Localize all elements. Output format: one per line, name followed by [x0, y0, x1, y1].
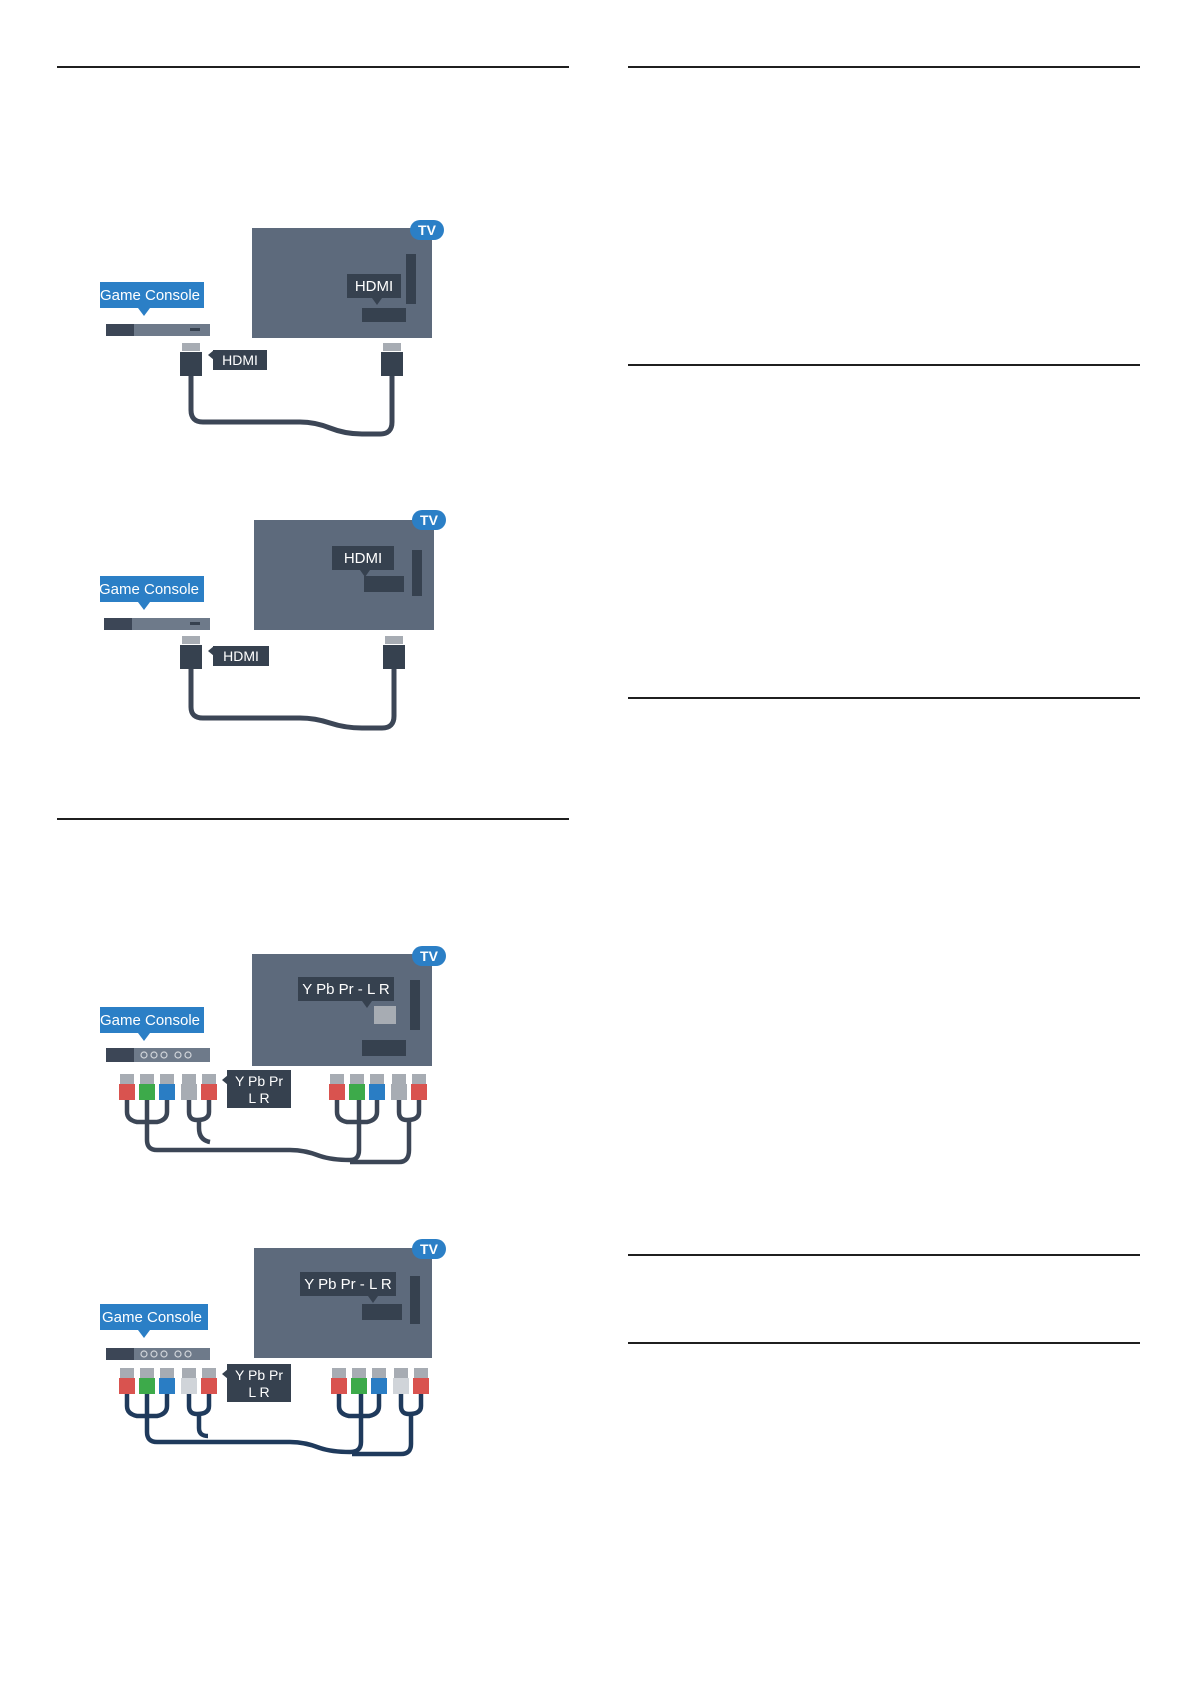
section-divider: [628, 1342, 1140, 1344]
tv-component-port: [374, 1006, 396, 1024]
cable-label: HDMI: [208, 646, 269, 666]
tv-body: [254, 520, 434, 630]
svg-text:HDMI: HDMI: [222, 352, 258, 368]
game-console-device: [106, 1348, 210, 1360]
tv-badge: TV: [410, 220, 444, 240]
svg-text:Game Console: Game Console: [100, 1012, 200, 1029]
hdmi-plug-right: [383, 636, 405, 669]
tv-side-port-slot: [406, 254, 416, 304]
tv-port-label: Y Pb Pr - L R: [300, 1272, 396, 1303]
hdmi-connection-diagram: HDMI TV Game Console HDMI: [100, 210, 500, 440]
device-label: Game Console: [100, 1007, 204, 1041]
game-console-device: [106, 324, 210, 336]
tv-side-port-slot: [410, 1276, 420, 1324]
section-divider: [628, 364, 1140, 366]
tv-port-slot: [362, 1304, 402, 1320]
component-plugs-right: [329, 1074, 427, 1100]
component-plugs-right: [331, 1368, 429, 1394]
svg-text:Y Pb Pr: Y Pb Pr: [235, 1367, 283, 1383]
hdmi-connection-diagram: HDMI TV Game Console HDMI: [100, 502, 500, 732]
hdmi-plug-left: [180, 636, 202, 669]
section-divider: [628, 1254, 1140, 1256]
svg-text:Y Pb Pr - L R: Y Pb Pr - L R: [304, 1276, 392, 1293]
tv-port-label: HDMI: [332, 546, 394, 577]
svg-text:Y Pb Pr - L R: Y Pb Pr - L R: [302, 981, 390, 998]
tv-side-port-slot: [412, 550, 422, 596]
section-divider: [628, 697, 1140, 699]
component-connection-diagram: Y Pb Pr - L R TV Game Console: [100, 940, 500, 1170]
tv-port-label: HDMI: [347, 274, 401, 305]
device-label: Game Console: [100, 576, 204, 610]
svg-text:Y Pb Pr: Y Pb Pr: [235, 1073, 283, 1089]
svg-text:Game Console: Game Console: [100, 581, 199, 598]
component-cables: [124, 1394, 424, 1457]
tv-port-label: Y Pb Pr - L R: [298, 977, 394, 1008]
section-divider: [57, 66, 569, 68]
svg-text:Game Console: Game Console: [100, 287, 200, 304]
section-divider: [628, 66, 1140, 68]
tv-badge: TV: [412, 510, 446, 530]
hdmi-cable: [188, 669, 397, 731]
svg-text:HDMI: HDMI: [344, 550, 382, 567]
component-connection-diagram: Y Pb Pr - L R TV Game Console: [100, 1236, 500, 1466]
component-cables: [124, 1100, 422, 1165]
device-label: Game Console: [100, 1304, 208, 1338]
device-label: Game Console: [100, 282, 204, 316]
svg-text:L R: L R: [248, 1384, 269, 1400]
hdmi-plug-left: [180, 343, 202, 376]
svg-text:L R: L R: [248, 1090, 269, 1106]
component-plugs-left: [119, 1368, 217, 1394]
tv-hdmi-port: [362, 308, 406, 322]
svg-text:Game Console: Game Console: [102, 1309, 202, 1326]
tv-hdmi-port: [364, 576, 404, 592]
game-console-device: [104, 618, 210, 630]
game-console-device: [106, 1048, 210, 1062]
cable-label: HDMI: [208, 350, 267, 370]
svg-text:TV: TV: [418, 222, 437, 238]
tv-side-port-slot: [410, 980, 420, 1030]
tv-badge: TV: [412, 1239, 446, 1259]
section-divider: [57, 818, 569, 820]
svg-text:HDMI: HDMI: [355, 278, 393, 295]
tv-port-slot: [362, 1040, 406, 1056]
hdmi-cable: [188, 376, 395, 437]
svg-text:TV: TV: [420, 948, 439, 964]
tv-badge: TV: [412, 946, 446, 966]
component-plugs-left: [119, 1074, 217, 1100]
cable-label: Y Pb Pr L R: [222, 1070, 291, 1108]
svg-text:TV: TV: [420, 1241, 439, 1257]
cable-label: Y Pb Pr L R: [222, 1364, 291, 1402]
svg-text:HDMI: HDMI: [223, 648, 259, 664]
svg-text:TV: TV: [420, 512, 439, 528]
tv-body: [254, 1248, 432, 1358]
hdmi-plug-right: [381, 343, 403, 376]
